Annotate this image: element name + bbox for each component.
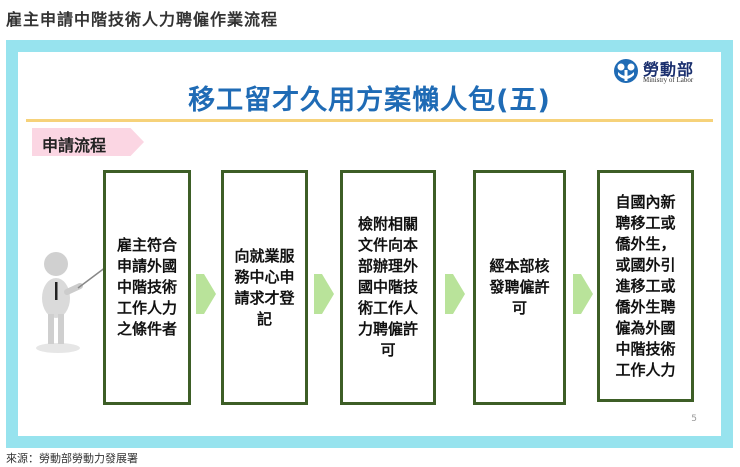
page-title: 雇主申請中階技術人力聘僱作業流程 [6, 10, 279, 29]
arrow-icon [445, 274, 465, 314]
step-text-2: 向就業服務中心申請求才登記 [234, 246, 295, 328]
step-text-3: 檢附相關文件向本部辦理外國中階技術工作人力聘僱許可 [357, 215, 418, 359]
logo-name-cn: 勞動部 [643, 60, 695, 79]
source-caption: 來源：勞動部勞動力發展署 [6, 452, 138, 465]
arrow-icon [196, 274, 216, 314]
arrow-icon [573, 274, 593, 314]
section-tag-label: 申請流程 [42, 136, 107, 155]
step-box-3: 檢附相關文件向本部辦理外國中階技術工作人力聘僱許可 [340, 170, 436, 405]
ministry-logo: 勞動部 Ministry of Labor [613, 55, 713, 91]
logo-name-en: Ministry of Labor [643, 76, 694, 84]
slide-frame: 勞動部 Ministry of Labor 移工留才久用方案懶人包(五) 申請流… [6, 40, 733, 448]
ministry-of-labor-logo-icon [614, 59, 638, 83]
step-box-5: 自國內新聘移工或僑外生，或國外引進移工或僑外生聘僱為外國中階技術工作人力 [597, 170, 694, 402]
arrow-icon [314, 274, 334, 314]
step-box-4: 經本部核發聘僱許可 [473, 170, 566, 405]
step-text-5: 自國內新聘移工或僑外生，或國外引進移工或僑外生聘僱為外國中階技術工作人力 [615, 192, 676, 379]
step-box-2: 向就業服務中心申請求才登記 [221, 170, 308, 405]
slide-title: 移工留才久用方案懶人包(五) [188, 85, 551, 116]
title-underline [26, 119, 713, 122]
presenter-figure-icon [36, 252, 111, 353]
step-text-4: 經本部核發聘僱許可 [489, 257, 550, 317]
step-box-1: 雇主符合申請外國中階技術工作人力之條件者 [103, 170, 191, 405]
section-tag: 申請流程 [32, 128, 144, 156]
slide-page-number: 5 [691, 414, 697, 424]
slide-content: 勞動部 Ministry of Labor 移工留才久用方案懶人包(五) 申請流… [18, 52, 721, 436]
step-text-1: 雇主符合申請外國中階技術工作人力之條件者 [116, 236, 177, 338]
